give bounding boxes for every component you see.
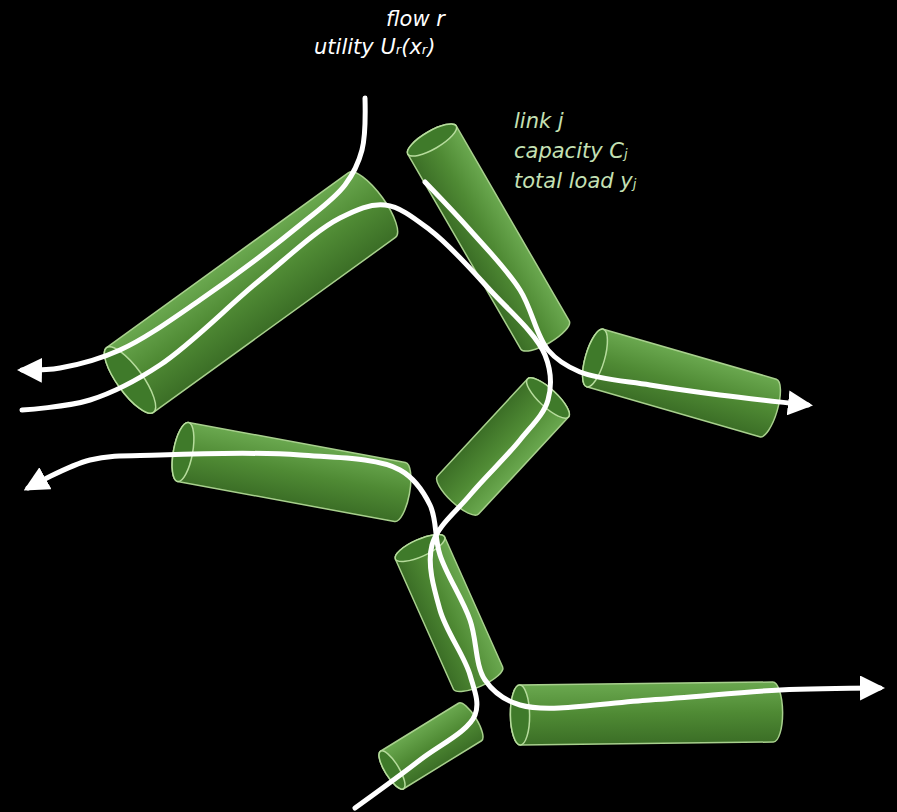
link-label: capacity Cⱼ [512,138,630,164]
cylinder-body [96,165,406,420]
link-label: link j [512,108,566,134]
cylinder-end [96,340,164,420]
flow-path [425,182,808,405]
link-cylinder [96,165,406,420]
cylinder-body [431,372,574,520]
cylinder-body [577,327,785,440]
link-cylinder [577,327,785,440]
flow-path [22,205,550,808]
link-cylinder [431,372,574,520]
link-cylinder [392,529,506,697]
link-label: total load yⱼ [512,168,638,194]
cylinder-end [510,685,530,745]
link-cylinder [168,421,415,523]
flow-label: flow r [384,6,447,32]
cylinder-body [392,529,506,697]
cylinder-body [168,421,415,523]
flow-path [28,453,880,708]
flow-label: utility Uᵣ(xᵣ) [312,34,437,60]
cylinder-end [403,118,460,162]
